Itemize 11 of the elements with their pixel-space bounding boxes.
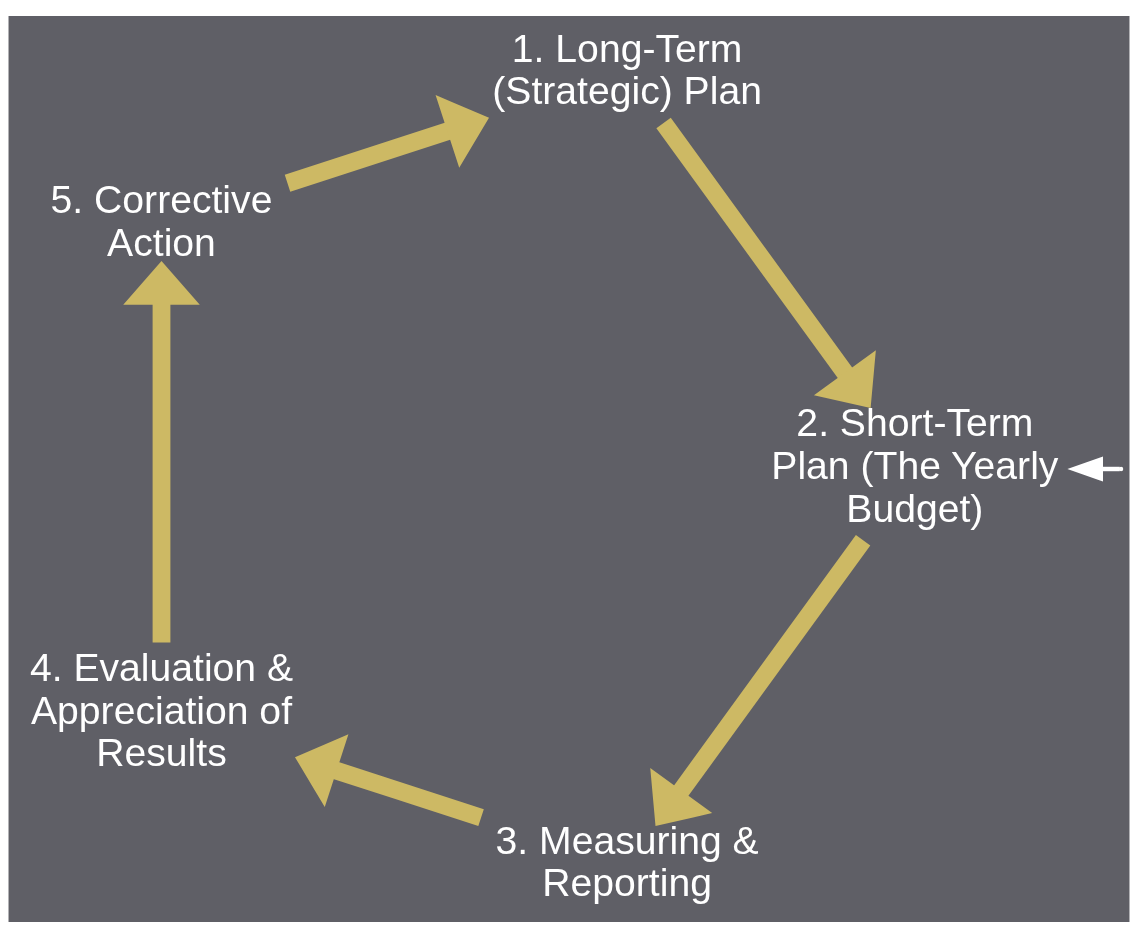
- arrow: [656, 117, 876, 409]
- arrow: [284, 94, 489, 192]
- node-text: 4. Evaluation & Appreciation of Results: [29, 646, 294, 775]
- node-text: 5. Corrective Action: [50, 177, 273, 264]
- arrow: [123, 261, 200, 643]
- node-text: 3. Measuring & Reporting: [495, 818, 759, 905]
- node-text: 2. Short-Term Plan (The Yearly Budget): [771, 401, 1059, 530]
- arrow: [1067, 456, 1120, 482]
- arrow: [295, 734, 484, 827]
- arrow: [650, 535, 871, 826]
- node-text: 1. Long-Term (Strategic) Plan: [492, 26, 762, 113]
